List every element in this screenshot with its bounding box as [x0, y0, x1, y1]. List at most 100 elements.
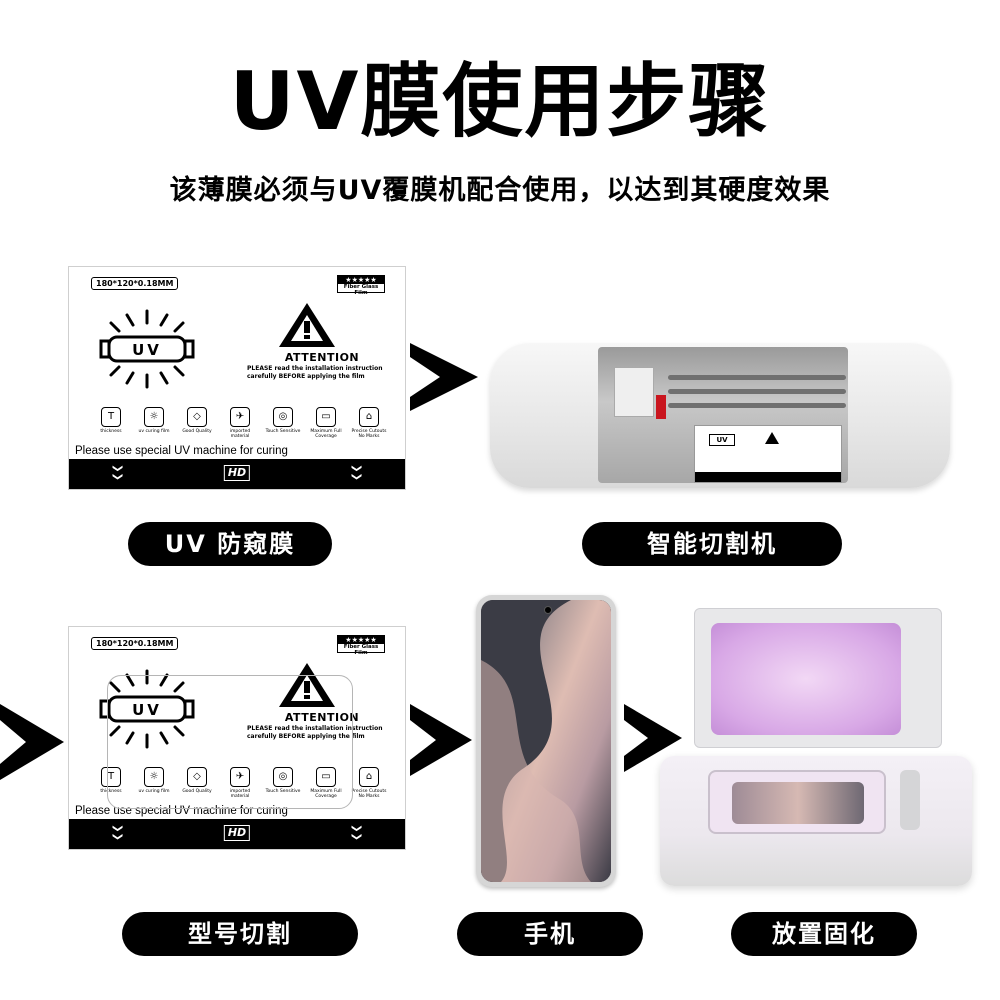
page-subtitle: 该薄膜必须与UV覆膜机配合使用，以达到其硬度效果: [169, 175, 831, 206]
chevron-down-icon: ❯❯: [351, 464, 363, 481]
uv-lamp-icon: UV: [99, 669, 195, 749]
uv-lamp-icon: UV: [99, 309, 195, 389]
step-label-uv-film: UV 防窥膜: [128, 522, 332, 566]
uv-symbol-text: UV: [132, 341, 162, 359]
side-slot: [900, 770, 920, 830]
hd-badge: HD: [223, 825, 251, 841]
step-label-curing: 放置固化: [731, 912, 917, 956]
card-footer-bar: ❯❯ HD ❯❯: [69, 459, 405, 489]
card-icon: ▭: [316, 767, 336, 787]
feature-touch: ◎ Touch Sensitive: [263, 767, 303, 794]
feature-cutouts: ⌂ Precise Cutouts No Marks: [349, 767, 389, 799]
step-label-cutting-machine: 智能切割机: [582, 522, 842, 566]
feature-quality: ◇ Good Quality: [177, 767, 217, 794]
feature-label: Precise Cutouts No Marks: [351, 429, 387, 439]
feature-label: Touch Sensitive: [265, 789, 301, 794]
machine-window: UV: [598, 347, 848, 483]
feature-label: Precise Cutouts No Marks: [351, 789, 387, 799]
mini-uv-symbol: UV: [709, 434, 735, 446]
curing-notice: Please use special UV machine for curing: [75, 445, 288, 457]
chevron-down-icon: ❯❯: [351, 824, 363, 841]
uv-film-card: 180*120*0.18MM ★★★★★ Fiber Glass Film UV…: [68, 266, 406, 490]
sun-icon: ☼: [144, 407, 164, 427]
feature-coverage: ▭ Maximum Full Coverage: [306, 767, 346, 799]
chevron-down-icon: ❯❯: [111, 464, 123, 481]
cutout-icon: ⌂: [359, 767, 379, 787]
fingerprint-icon: ◎: [273, 407, 293, 427]
arrow-notch: [0, 720, 26, 764]
film-dimension: 180*120*0.18MM: [91, 637, 179, 650]
feature-coverage: ▭ Maximum Full Coverage: [306, 407, 346, 439]
fingerprint-icon: ◎: [273, 767, 293, 787]
phone-cut-outline: [107, 675, 353, 809]
airplane-icon: ✈: [230, 407, 250, 427]
feature-touch: ◎ Touch Sensitive: [263, 407, 303, 434]
feature-imported: ✈ imported material: [220, 407, 260, 439]
feature-label: Maximum Full Coverage: [310, 789, 342, 799]
arrow-notch: [410, 357, 440, 397]
model-cut-card: 180*120*0.18MM ★★★★★ Fiber Glass Film UV…: [68, 626, 406, 850]
feature-uv-curing: ☼ uv curing film: [134, 407, 174, 434]
brand-badge: ★★★★★ Fiber Glass Film: [337, 275, 385, 296]
curing-lid: [694, 608, 942, 748]
feature-imported: ✈ imported material: [220, 767, 260, 799]
feature-label: thickness: [100, 789, 122, 794]
feature-cutouts: ⌂ Precise Cutouts No Marks: [349, 407, 389, 439]
thickness-icon: T: [101, 767, 121, 787]
machine-film-sheet: UV: [694, 425, 842, 483]
feature-label: Good Quality: [182, 429, 212, 434]
machine-rail: [668, 403, 846, 408]
attention-heading: ATTENTION: [284, 711, 360, 724]
feature-uv-curing: ☼ uv curing film: [134, 767, 174, 794]
feature-label: Good Quality: [182, 789, 212, 794]
curing-base: [660, 756, 972, 886]
feature-label: imported material: [229, 789, 251, 799]
brand-text: Fiber Glass Film: [343, 284, 379, 296]
brand-stars: ★★★★★: [338, 636, 384, 644]
front-camera-icon: [544, 606, 552, 614]
card-footer-bar: ❯❯ HD ❯❯: [69, 819, 405, 849]
arrow-notch: [410, 720, 436, 760]
card-icon: ▭: [316, 407, 336, 427]
smartphone: [476, 595, 616, 887]
page-title: UV膜使用步骤: [229, 55, 771, 148]
feature-label: uv curing film: [138, 789, 170, 794]
feature-label: thickness: [100, 429, 122, 434]
step-label-model-cut: 型号切割: [122, 912, 358, 956]
sun-icon: ☼: [144, 767, 164, 787]
wallpaper-swirl: [481, 600, 611, 882]
phone-tray: [708, 770, 886, 834]
film-dimension: 180*120*0.18MM: [91, 277, 179, 290]
phone-in-tray: [732, 782, 864, 824]
mini-footer: [695, 472, 841, 482]
feature-label: imported material: [229, 429, 251, 439]
attention-heading: ATTENTION: [284, 351, 360, 364]
cutting-machine: UV: [490, 335, 950, 495]
cutter-head: [614, 367, 654, 417]
feature-label: uv curing film: [138, 429, 170, 434]
uv-curing-machine: [660, 608, 972, 888]
machine-rail: [668, 375, 846, 380]
machine-rail: [668, 389, 846, 394]
thickness-icon: T: [101, 407, 121, 427]
diamond-icon: ◇: [187, 407, 207, 427]
hd-badge: HD: [223, 465, 251, 481]
mini-warning-icon: [765, 432, 779, 444]
feature-label: Maximum Full Coverage: [310, 429, 342, 439]
uv-symbol-text: UV: [132, 701, 162, 719]
diamond-icon: ◇: [187, 767, 207, 787]
attention-instruction: PLEASE read the installation instruction…: [247, 725, 383, 740]
airplane-icon: ✈: [230, 767, 250, 787]
warning-icon: [279, 663, 335, 707]
cutout-icon: ⌂: [359, 407, 379, 427]
warning-icon: [279, 303, 335, 347]
machine-body: UV: [490, 343, 950, 488]
brand-stars: ★★★★★: [338, 276, 384, 284]
step-label-phone: 手机: [457, 912, 643, 956]
brand-badge: ★★★★★ Fiber Glass Film: [337, 635, 385, 656]
feature-label: Touch Sensitive: [265, 429, 301, 434]
